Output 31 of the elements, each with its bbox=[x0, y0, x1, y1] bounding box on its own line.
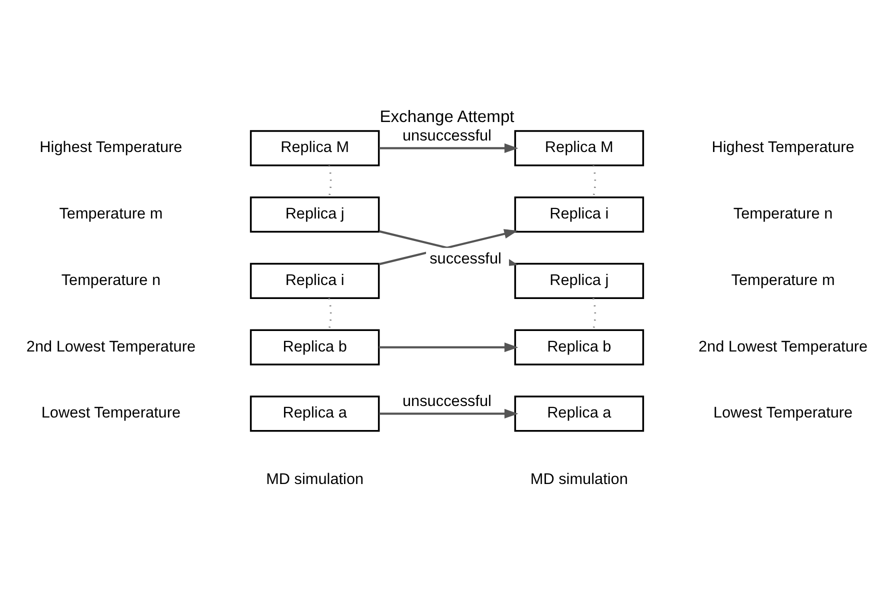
edge-label: unsuccessful bbox=[402, 127, 492, 144]
label: Temperature n bbox=[61, 272, 161, 289]
edge-label: successful bbox=[430, 250, 502, 268]
node-box: Replica j bbox=[250, 196, 380, 233]
node-box: Replica b bbox=[514, 329, 644, 366]
label: Lowest Temperature bbox=[41, 404, 181, 422]
node-box: Replica b bbox=[250, 329, 380, 366]
arrow bbox=[379, 408, 518, 419]
connector bbox=[592, 298, 596, 330]
diagram-title: Exchange Attempt bbox=[380, 106, 514, 126]
label: Temperature m bbox=[59, 206, 163, 223]
node-box: Replica M bbox=[250, 130, 380, 166]
node-box: Replica a bbox=[514, 396, 644, 432]
label: 2nd Lowest Temperature bbox=[26, 338, 196, 356]
edge-label: unsuccessful bbox=[402, 392, 492, 410]
node-box: Replica i bbox=[250, 262, 380, 300]
label: 2nd Lowest Temperature bbox=[698, 338, 868, 356]
node-box: Replica M bbox=[514, 130, 644, 166]
label: Highest Temperature bbox=[712, 139, 854, 156]
node-box: Replica j bbox=[514, 262, 644, 300]
label: Highest Temperature bbox=[40, 139, 182, 156]
label: Temperature n bbox=[733, 206, 833, 223]
label: Lowest Temperature bbox=[713, 404, 853, 422]
connector bbox=[592, 165, 596, 198]
label: Temperature m bbox=[731, 272, 835, 289]
arrow bbox=[379, 143, 518, 154]
node-box: Replica i bbox=[514, 196, 644, 233]
label: MD simulation bbox=[530, 471, 628, 488]
label: MD simulation bbox=[266, 471, 364, 488]
arrow bbox=[378, 342, 518, 352]
node-box: Replica a bbox=[250, 396, 380, 432]
